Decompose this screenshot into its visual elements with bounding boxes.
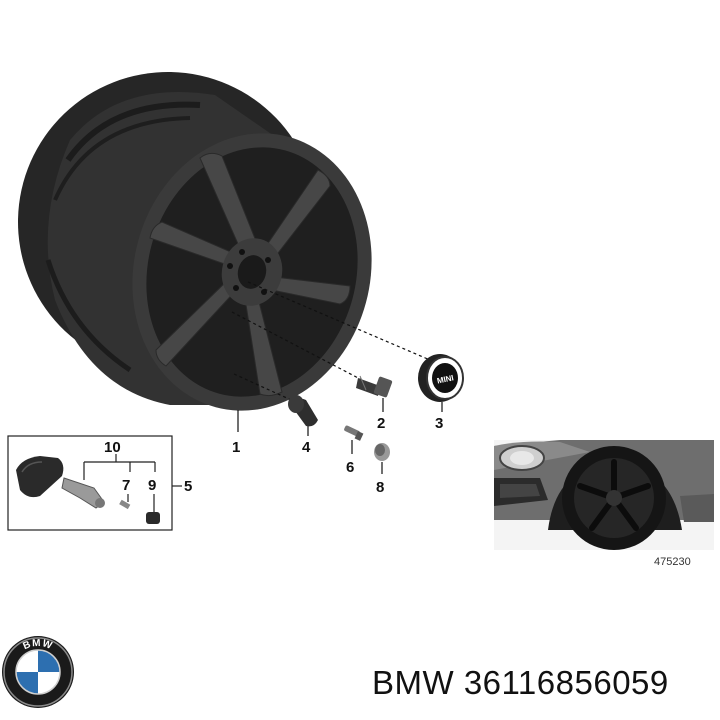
reference-code: 475230 xyxy=(654,556,691,568)
callout-7: 7 xyxy=(122,477,130,494)
bmw-logo-text: BMW xyxy=(21,638,54,652)
callout-2: 2 xyxy=(377,415,385,432)
cap-logo-text: MINI xyxy=(436,373,454,385)
callout-1: 1 xyxy=(232,439,240,456)
part-number-label: BMW 36116856059 xyxy=(372,664,669,701)
callout-6: 6 xyxy=(346,459,354,476)
callout-3: 3 xyxy=(435,415,443,432)
tpms-sensor-inset xyxy=(7,435,182,531)
bmw-logo: BMW xyxy=(2,636,74,708)
valve-cap xyxy=(374,443,390,461)
wheel-bolt xyxy=(356,375,393,398)
callout-5: 5 xyxy=(184,478,192,495)
callout-10: 10 xyxy=(104,439,121,456)
valve-core xyxy=(344,425,364,441)
leader-lines xyxy=(231,281,443,474)
alloy-wheel-rim xyxy=(18,72,372,411)
callout-9: 9 xyxy=(148,477,156,494)
callout-4: 4 xyxy=(302,439,311,456)
car-wheel-photo xyxy=(494,440,714,550)
callout-8: 8 xyxy=(376,479,384,496)
tire-valve xyxy=(288,395,318,427)
wheel-center-cap: MINI xyxy=(418,354,464,402)
